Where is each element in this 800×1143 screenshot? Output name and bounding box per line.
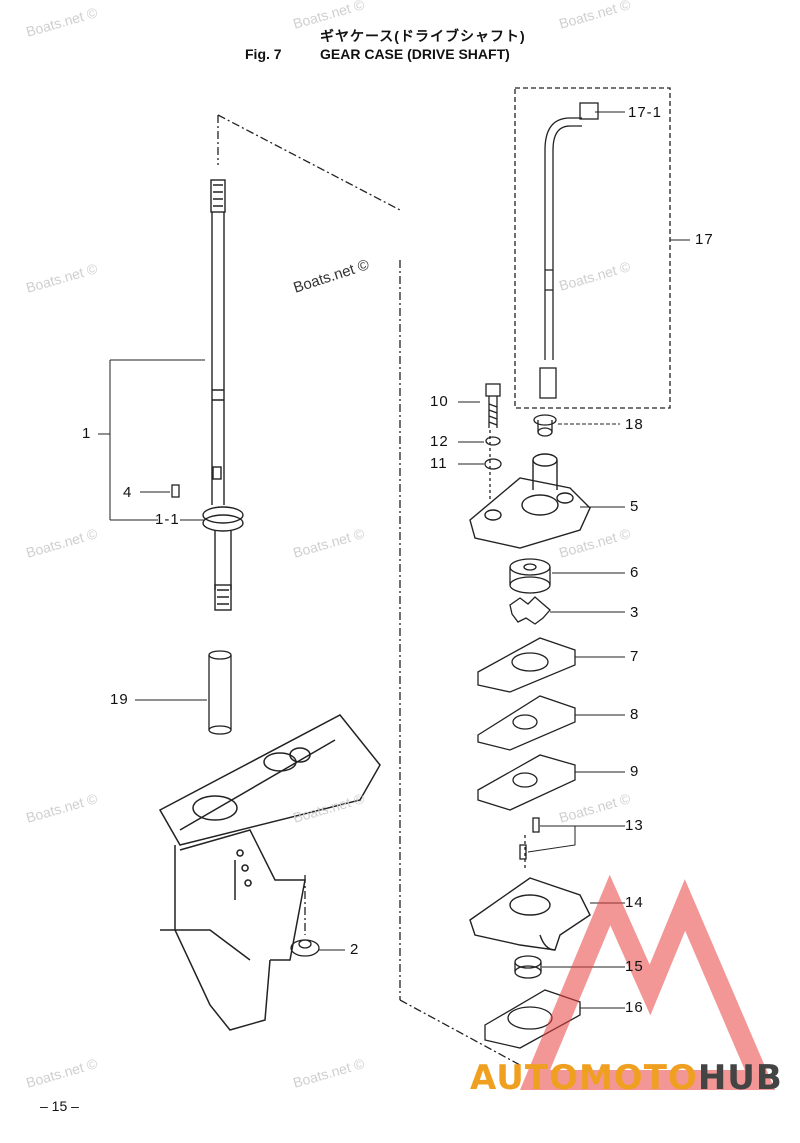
washer-part-12 (485, 436, 501, 446)
part-label-2: 2 (350, 941, 360, 958)
part-label-17: 17 (695, 231, 714, 248)
collar-part-18 (533, 414, 557, 437)
impeller-part-3 (509, 596, 551, 625)
page-number: – 15 – (40, 1098, 79, 1114)
spacer-part-6 (509, 558, 551, 594)
assembly-box-17 (514, 87, 671, 409)
logo-text-part1: AUTOMOTO (470, 1058, 698, 1098)
dowel-pin-part-13a (532, 817, 540, 833)
part-label-19: 19 (110, 691, 129, 708)
part-label-15: 15 (625, 958, 644, 975)
title-japanese: ギヤケース(ドライブシャフト) (320, 28, 526, 44)
shaft-bearing (202, 506, 244, 524)
part-label-12: 12 (430, 433, 449, 450)
bolt-part-10 (485, 383, 501, 428)
water-pipe-part-17 (539, 102, 599, 399)
part-label-7: 7 (630, 648, 640, 665)
nut-part-2 (290, 939, 320, 957)
pipe-seal (539, 367, 557, 399)
part-label-17-1: 17-1 (628, 104, 663, 121)
plate-part-7 (477, 637, 576, 693)
title-english: GEAR CASE (DRIVE SHAFT) (320, 46, 510, 62)
part-label-5: 5 (630, 498, 640, 515)
part-label-4: 4 (123, 484, 133, 501)
washer-part-11 (484, 458, 502, 470)
gear-case-housing (158, 714, 381, 1031)
part-label-3: 3 (630, 604, 640, 621)
part-label-6: 6 (630, 564, 640, 581)
part-label-9: 9 (630, 763, 640, 780)
part-label-16: 16 (625, 999, 644, 1016)
part-label-1: 1 (82, 425, 92, 442)
part-label-1-1: 1-1 (155, 511, 180, 528)
part-label-10: 10 (430, 393, 449, 410)
part-label-14: 14 (625, 894, 644, 911)
housing-part-14 (469, 877, 591, 951)
part-label-8: 8 (630, 706, 640, 723)
tube-part-19 (208, 650, 232, 735)
plate-part-8 (477, 695, 576, 751)
plate-part-9 (477, 754, 576, 811)
grommet-part-17-1 (579, 102, 599, 120)
part-label-11: 11 (430, 455, 448, 472)
dowel-pin-part-13b (519, 844, 527, 860)
part-label-18: 18 (625, 416, 644, 433)
pin-part-4 (171, 484, 180, 498)
logo-text-part2: HUB (697, 1058, 783, 1098)
pump-case-part-5 (469, 453, 591, 549)
brand-logo: AUTOMOTOHUB (470, 1058, 783, 1098)
figure-number: Fig. 7 (245, 46, 282, 62)
logo-triangle (520, 874, 776, 1090)
drive-shaft (202, 179, 244, 611)
bearing-part-15 (514, 955, 542, 979)
part-label-13: 13 (625, 817, 644, 834)
